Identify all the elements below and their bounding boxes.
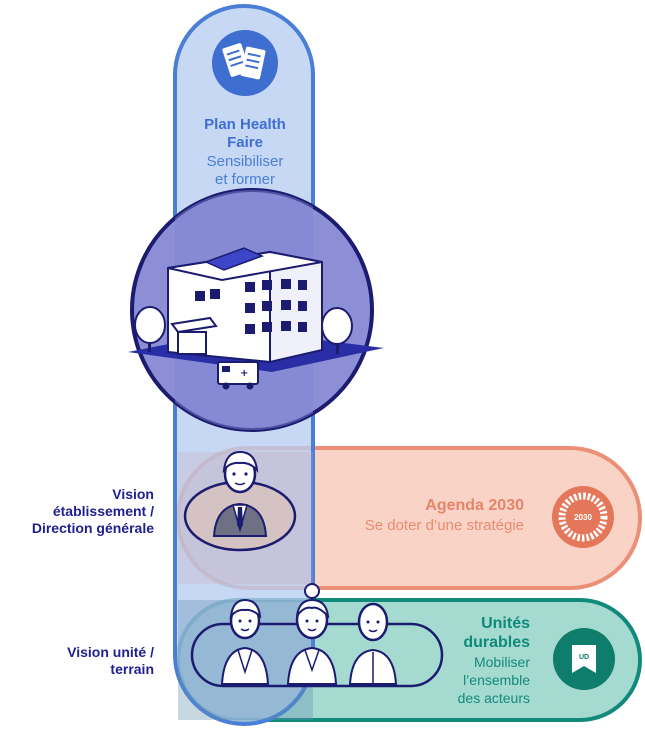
hospital-building-icon	[167, 247, 323, 364]
vision-etab-line2: établissement /	[52, 503, 154, 519]
agenda-title: Agenda 2030	[425, 497, 524, 514]
ud-badge-text: UD	[579, 654, 589, 661]
director-avatar	[183, 450, 297, 552]
plan-subtitle-line1: Sensibiliser	[207, 153, 284, 170]
svg-text:+: +	[240, 368, 248, 379]
vision-unite-label: Vision unité / terrain	[8, 644, 154, 678]
unites-title-line1: Unités	[481, 615, 530, 632]
caregiver-woman-avatar	[286, 583, 338, 685]
staff-bald-avatar	[348, 602, 398, 685]
ud-badge-icon: UD	[553, 628, 615, 690]
unites-sub-line2: l’ensemble	[463, 672, 530, 688]
vision-etab-line1: Vision	[112, 486, 154, 502]
agenda-subtitle: Se doter d’une stratégie	[365, 517, 524, 534]
unites-sub-line1: Mobiliser	[474, 654, 530, 670]
agenda-2030-badge-icon: 2030	[552, 486, 614, 548]
ambulance-icon: +	[217, 361, 259, 390]
agenda-badge-text: 2030	[574, 513, 592, 522]
plan-subtitle-line2: et former	[215, 171, 275, 188]
vision-unite-line1: Vision unité /	[67, 644, 154, 660]
vision-etablissement-label: Vision établissement / Direction général…	[8, 486, 154, 537]
tree-left-icon	[134, 306, 166, 352]
documents-icon	[212, 30, 278, 96]
unites-title-line2: durables	[463, 634, 530, 651]
vision-unite-line2: terrain	[110, 661, 154, 677]
plan-title-line2: Faire	[227, 134, 263, 151]
team-avatars	[190, 583, 444, 688]
unites-sub-line3: des acteurs	[458, 690, 530, 706]
vision-etab-line3: Direction générale	[31, 520, 154, 536]
plan-title-line1: Plan Health	[204, 116, 286, 133]
hospital-circle: +	[128, 188, 384, 432]
caregiver-man-avatar	[220, 598, 270, 685]
